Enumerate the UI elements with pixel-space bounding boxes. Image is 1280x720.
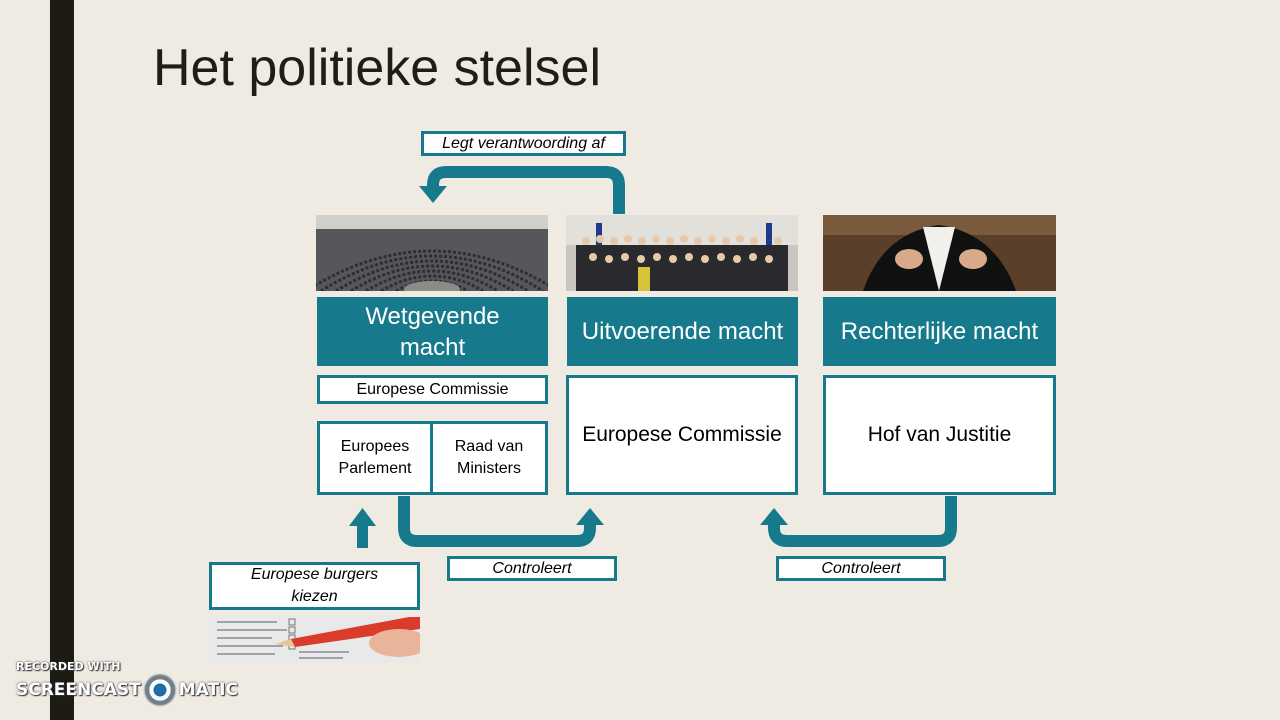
parliament-photo [316,215,548,291]
arrow-vote-shaft [357,524,368,548]
arrow-controle-right-head [760,508,788,525]
screencast-watermark: RECORDED WITH SCREENCAST MATIC [16,660,238,705]
box-europese-commissie: Europese Commissie [566,375,798,495]
judge-photo [823,215,1056,291]
arrow-controle-left-path [398,496,596,547]
box-raad-van-ministers: Raad van Ministers [430,421,548,495]
box-europese-commissie-text: Europese Commissie [582,423,782,446]
label-europese-burgers-kiezen: Europese burgers kiezen [209,562,420,610]
arrow-controle-left-head [576,508,604,525]
label-controleert-left-text: Controleert [492,559,572,577]
header-wetgevende-macht: Wetgevende macht [317,297,548,366]
header-rechterlijke-macht: Rechterlijke macht [823,297,1056,366]
box-hof-van-justitie: Hof van Justitie [823,375,1056,495]
box-europese-commissie-small: Europese Commissie [317,375,548,404]
box-europees-parlement: Europees Parlement [317,421,433,495]
label-controleert-right: Controleert [776,556,946,581]
watermark-right-text: MATIC [178,680,238,700]
box-europese-commissie-small-text: Europese Commissie [356,380,509,398]
header-uitvoerende-text: Uitvoerende macht [581,318,784,345]
left-accent-bar [50,0,74,720]
label-europese-burgers-kiezen-text: Europese burgers kiezen [250,566,379,605]
box-raad-van-ministers-text: Raad van Ministers [454,438,524,477]
label-legt-verantwoording-af: Legt verantwoording af [421,131,626,156]
box-hof-van-justitie-text: Hof van Justitie [867,423,1012,446]
box-europees-parlement-text: Europees Parlement [338,438,412,477]
header-wetgevende-text: Wetgevende macht [365,302,500,361]
commission-group-photo [566,215,798,291]
arrow-vote-head [349,508,376,526]
arrow-controle-right-path [768,496,957,547]
screencast-logo-icon [144,675,175,705]
arrow-accountability-path [427,166,625,214]
label-controleert-left: Controleert [447,556,617,581]
watermark-recorded-with: RECORDED WITH [16,660,121,673]
ballot-photo [209,615,420,663]
header-uitvoerende-macht: Uitvoerende macht [567,297,798,366]
label-controleert-right-text: Controleert [821,559,901,577]
arrow-accountability-head [419,186,447,203]
watermark-left-text: SCREENCAST [16,680,141,700]
label-legt-verantwoording-af-text: Legt verantwoording af [442,134,605,152]
header-rechterlijke-text: Rechterlijke macht [840,318,1039,345]
slide-title: Het politieke stelsel [153,39,601,97]
